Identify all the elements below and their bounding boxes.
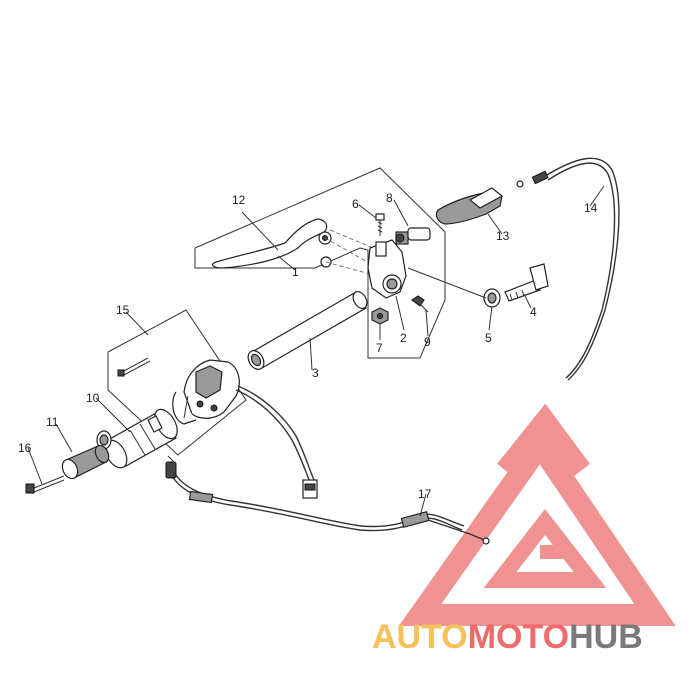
switch-housing-15 bbox=[172, 359, 240, 425]
callout-9: 9 bbox=[424, 335, 431, 349]
callout-8: 8 bbox=[386, 191, 393, 205]
group-outline-lever bbox=[194, 167, 446, 359]
leader-clamp-washer bbox=[407, 267, 487, 299]
grip-washer bbox=[96, 430, 112, 450]
callout-7: 7 bbox=[376, 341, 383, 355]
switch-wire bbox=[235, 385, 318, 499]
cable-14 bbox=[516, 157, 620, 381]
brake-switch-8 bbox=[395, 227, 431, 245]
bolt-16 bbox=[25, 475, 65, 494]
watermark-hub: HUB bbox=[569, 618, 643, 656]
washer-5 bbox=[483, 288, 501, 308]
callout-4: 4 bbox=[530, 305, 537, 319]
throttle-cable-17 bbox=[165, 455, 490, 545]
leader-lines bbox=[27, 185, 605, 517]
watermark-moto: MOTO bbox=[468, 618, 569, 656]
watermark-auto: AUTO bbox=[372, 618, 468, 656]
callout-10: 10 bbox=[86, 391, 100, 405]
bar-end-weight-11 bbox=[61, 444, 110, 480]
callout-14: 14 bbox=[584, 201, 598, 215]
housing-screw bbox=[117, 357, 151, 377]
group-outline-switch bbox=[107, 309, 247, 456]
callout-1: 1 bbox=[292, 265, 299, 279]
callout-16: 16 bbox=[18, 441, 32, 455]
screw-9 bbox=[411, 295, 429, 313]
screw-6 bbox=[375, 213, 385, 236]
watermark-text: AUTOMOTOHUB bbox=[372, 618, 643, 656]
brake-lever bbox=[212, 218, 332, 269]
lever-cover-13 bbox=[435, 187, 504, 225]
callout-3: 3 bbox=[312, 366, 319, 380]
callout-15: 15 bbox=[116, 303, 130, 317]
grip-tube-3 bbox=[247, 291, 368, 370]
watermark-logo bbox=[398, 403, 676, 626]
callout-12: 12 bbox=[232, 193, 246, 207]
lever-clamp-body bbox=[367, 239, 407, 299]
throttle-grip-10 bbox=[104, 408, 178, 469]
callout-5: 5 bbox=[485, 331, 492, 345]
callout-13: 13 bbox=[496, 229, 510, 243]
callout-17: 17 bbox=[418, 487, 432, 501]
callout-6: 6 bbox=[352, 197, 359, 211]
callout-2: 2 bbox=[400, 331, 407, 345]
callout-11: 11 bbox=[46, 415, 59, 429]
bolt-4 bbox=[504, 263, 549, 302]
